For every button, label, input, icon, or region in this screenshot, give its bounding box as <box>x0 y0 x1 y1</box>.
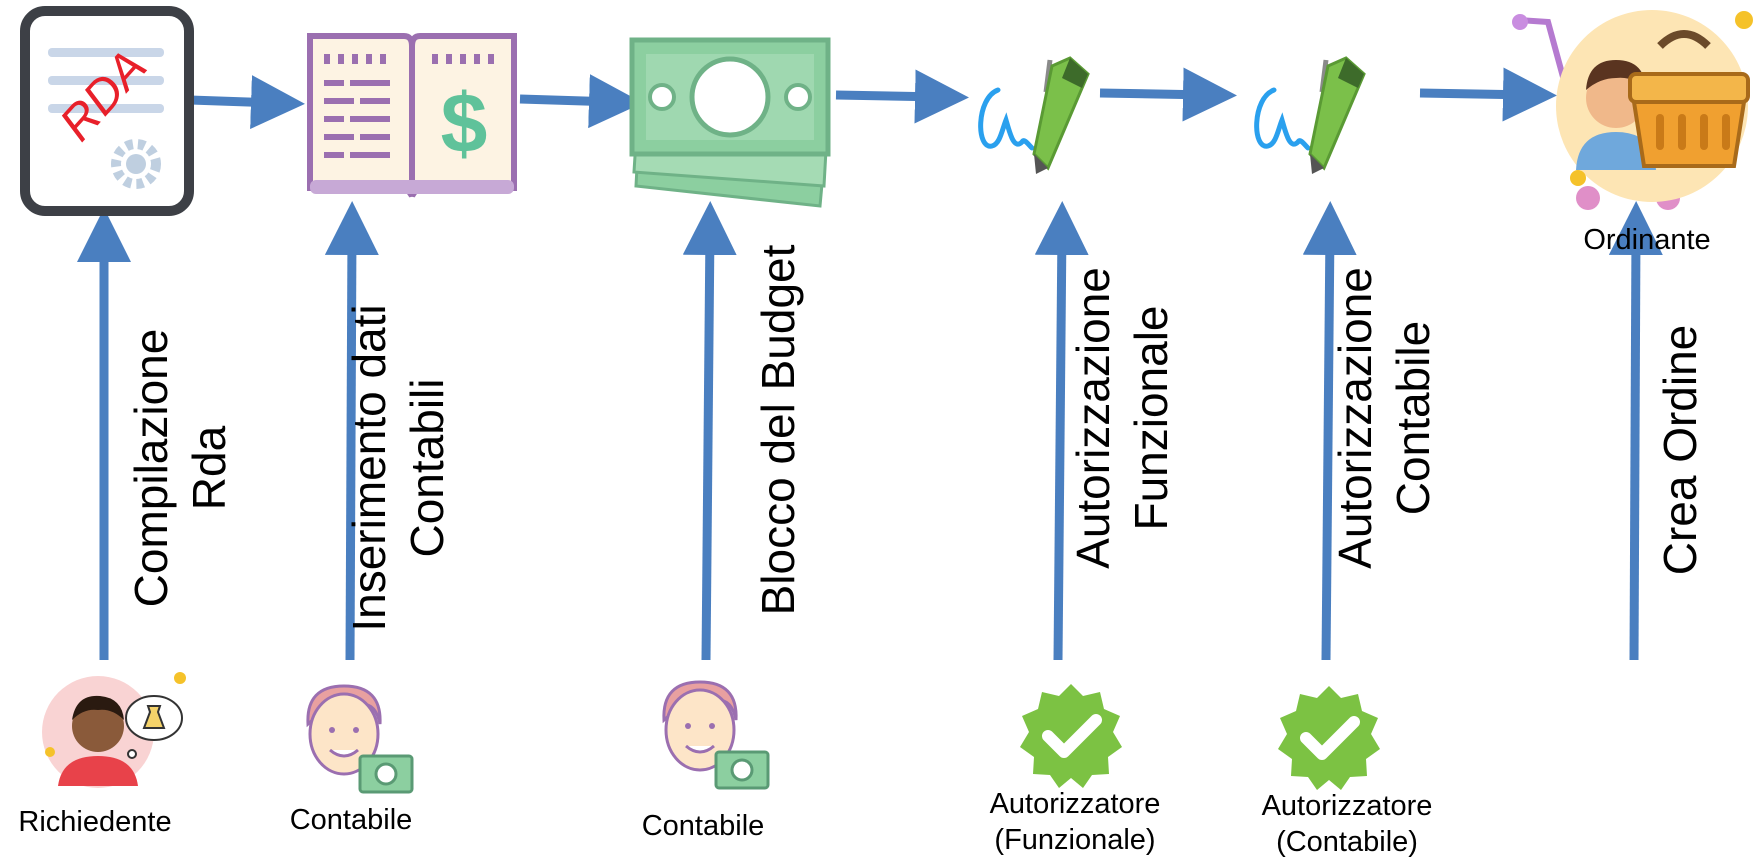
actor-label-ordinante: Ordinante <box>1583 224 1711 256</box>
flow-arrow-4 <box>1099 67 1237 122</box>
svg-text:$: $ <box>441 76 488 170</box>
actor-arrow-2 <box>324 201 379 661</box>
flow-arrow-5 <box>1419 67 1557 122</box>
rda-document-icon: RDA <box>20 6 194 216</box>
accounting-book-icon: $ <box>307 33 517 198</box>
actor-arrow-4 <box>1034 201 1089 661</box>
actor-label-richiedente: Richiedente <box>18 806 172 838</box>
actor-arrow-5 <box>1302 201 1357 661</box>
shopping-basket-person-icon <box>1512 10 1753 210</box>
requester-avatar-icon <box>42 672 186 788</box>
flow-arrow-1 <box>189 75 305 130</box>
actor-arrow-3 <box>682 201 737 661</box>
actor-label-contabile: Contabile <box>289 804 413 836</box>
approved-check-icon <box>1020 684 1122 788</box>
actor-arrow-6 <box>1608 201 1663 661</box>
actor-label-autorizzatore-contabile: Autorizzatore (Contabile) <box>1261 790 1433 858</box>
actor-label-autorizzatore-funzionale: Autorizzatore (Funzionale) <box>989 788 1161 856</box>
signature-pen-icon <box>978 56 1090 174</box>
actor-label-contabile: Contabile <box>641 810 765 842</box>
flow-arrow-3 <box>835 69 969 124</box>
flow-arrow-2 <box>519 74 643 129</box>
signature-pen-icon <box>1254 56 1366 174</box>
banknotes-icon <box>629 37 831 208</box>
accountant-avatar-icon <box>662 680 770 790</box>
accountant-avatar-icon <box>306 684 414 794</box>
approved-check-icon <box>1278 686 1380 790</box>
